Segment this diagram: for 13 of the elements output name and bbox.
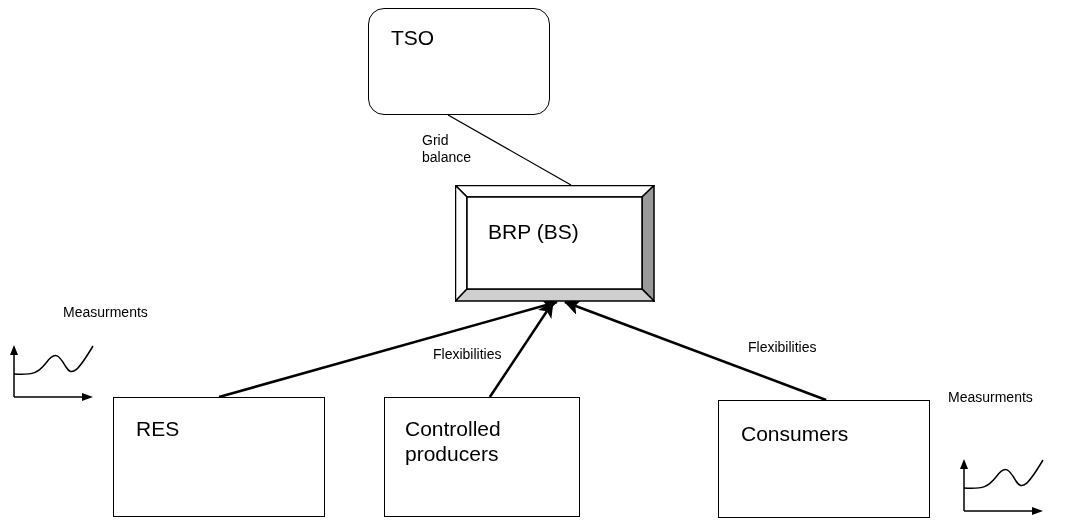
connector-line bbox=[447, 114, 572, 186]
rounded-box bbox=[368, 8, 550, 115]
node-label: TSO bbox=[391, 25, 436, 50]
process-box bbox=[718, 400, 930, 518]
node-label: RES bbox=[136, 416, 181, 441]
node-label: Controlled producers bbox=[405, 416, 502, 466]
node-label: BRP (BS) bbox=[488, 219, 580, 244]
arrow bbox=[564, 299, 827, 402]
process-box bbox=[384, 397, 580, 517]
text-label: Measurments bbox=[63, 304, 148, 321]
text-label: Measurments bbox=[948, 389, 1033, 406]
node-label: Consumers bbox=[741, 421, 850, 446]
process-box bbox=[113, 397, 325, 517]
